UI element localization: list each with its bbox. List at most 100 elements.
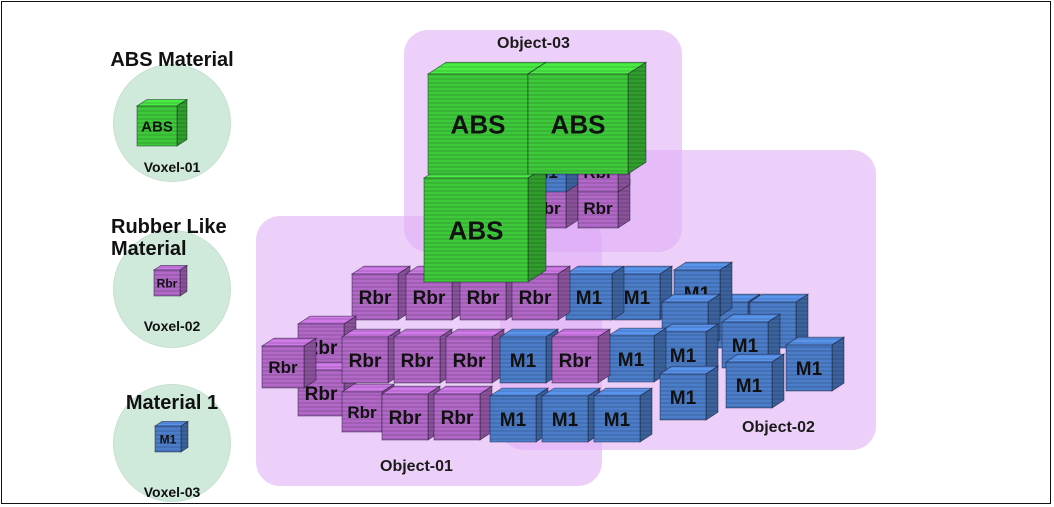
cube-side-face-texture: [796, 294, 808, 348]
cube-front-face-texture: [660, 374, 706, 420]
cube-front-face-texture: [552, 337, 598, 383]
object-01-label: Object-01: [380, 458, 453, 475]
cube-top-face-texture: [786, 337, 844, 345]
cube-front-face-texture: [726, 362, 772, 408]
voxel-cube-m1: M1: [592, 387, 654, 443]
cube-front-face-texture: [155, 426, 181, 452]
cube-side-face-texture: [180, 265, 187, 296]
cube-top-face-texture: [342, 384, 394, 392]
cube-top-face-texture: [446, 329, 504, 337]
cube-front-face-texture: [594, 396, 640, 442]
voxel-cube-rbr: Rbr: [152, 264, 189, 297]
cube-label-m1: M1: [624, 288, 651, 309]
cube-label-rbr: Rbr: [389, 408, 422, 429]
cube-label-rbr: Rbr: [453, 351, 486, 372]
cube-top-face-texture: [750, 294, 808, 302]
cube-side-face-texture: [566, 180, 578, 228]
legend-title-rbr: Rubber Like Material: [97, 216, 247, 260]
cube-top-face-texture: [155, 421, 188, 426]
voxel-cube-m1: M1: [498, 328, 560, 384]
cube-top-face-texture: [394, 329, 452, 337]
voxel-cube-m1: M1: [784, 336, 846, 392]
cube-front-face-texture: [424, 178, 528, 282]
cube-top-face-texture: [674, 262, 732, 270]
cube-top-face-texture: [542, 388, 600, 396]
cube-front-face-texture: [446, 337, 492, 383]
cube-side-face-texture: [480, 386, 492, 440]
cube-side-face-texture: [618, 180, 630, 228]
voxel-cube-rbr: Rbr: [550, 328, 612, 384]
cube-label-m1: M1: [510, 351, 537, 372]
legend-caption-m1: Voxel-03: [143, 484, 201, 500]
cube-top-face-texture: [566, 266, 624, 274]
cube-label-abs: ABS: [141, 118, 173, 135]
cube-label-rbr: Rbr: [359, 288, 392, 309]
object-03-label: Object-03: [497, 35, 570, 52]
cube-side-face-texture: [612, 266, 624, 320]
legend-title-rbr-line2: Material: [111, 238, 187, 260]
cube-side-face-texture: [598, 329, 610, 383]
voxel-cube-m1: M1: [488, 387, 550, 443]
cube-top-face-texture: [428, 62, 546, 74]
cube-label-m1: M1: [618, 350, 645, 371]
voxel-cube-rbr: Rbr: [260, 337, 318, 389]
legend-caption-abs: Voxel-01: [143, 159, 201, 175]
cube-label-rbr: Rbr: [583, 199, 613, 218]
cube-front-face-texture: [262, 346, 304, 388]
cube-front-face-texture: [528, 74, 628, 174]
cube-top-face-texture: [434, 386, 492, 394]
cube-top-face-texture: [382, 386, 440, 394]
cube-top-face-texture: [662, 294, 720, 302]
cube-label-rbr: Rbr: [401, 351, 434, 372]
cube-front-face-texture: [608, 336, 654, 382]
cube-label-rbr: Rbr: [519, 288, 552, 309]
cube-top-face-texture: [154, 265, 187, 270]
cube-label-rbr: Rbr: [441, 408, 474, 429]
legend-title-m1: Material 1: [125, 392, 219, 414]
cube-label-abs: ABS: [551, 109, 606, 139]
voxel-cube-rbr: Rbr: [432, 385, 494, 441]
cube-front-face-texture: [406, 274, 452, 320]
cube-label-rbr: Rbr: [349, 351, 382, 372]
cube-top-face-texture: [722, 314, 780, 322]
voxel-cube-m1: M1: [564, 265, 626, 321]
voxel-cube-rbr: Rbr: [444, 328, 506, 384]
cube-front-face-texture: [434, 394, 480, 440]
cube-label-m1: M1: [796, 359, 823, 380]
cube-label-m1: M1: [670, 346, 697, 367]
cube-top-face-texture: [342, 329, 400, 337]
cube-label-rbr: Rbr: [467, 288, 500, 309]
cube-side-face-texture: [177, 99, 187, 146]
cube-top-face-texture: [528, 62, 646, 74]
voxel-cube-m1: M1: [658, 365, 720, 421]
cube-front-face-texture: [490, 396, 536, 442]
cube-front-face-texture: [614, 274, 660, 320]
cube-top-face-texture: [298, 316, 356, 324]
cube-front-face-texture: [460, 274, 506, 320]
cube-label-rbr: Rbr: [413, 288, 446, 309]
cube-side-face-texture: [304, 338, 316, 388]
cube-label-m1: M1: [604, 410, 631, 431]
object-02-label: Object-02: [742, 419, 815, 436]
cube-label-m1: M1: [500, 410, 527, 431]
cube-top-face-texture: [352, 266, 410, 274]
cube-label-m1: M1: [576, 288, 603, 309]
cube-side-face-texture: [628, 62, 646, 174]
cube-label-rbr: Rbr: [347, 403, 377, 422]
cube-label-rbr: Rbr: [305, 384, 338, 405]
cube-side-face-texture: [832, 337, 844, 391]
cube-label-abs: ABS: [449, 215, 504, 245]
legend-title-abs: ABS Material: [110, 49, 234, 71]
cube-front-face-texture: [137, 106, 177, 146]
cube-label-m1: M1: [732, 336, 759, 357]
cube-front-face-texture: [578, 188, 618, 228]
cube-front-face-texture: [500, 337, 546, 383]
cube-label-rbr: Rbr: [559, 351, 592, 372]
cube-label-m1: M1: [736, 376, 763, 397]
cube-side-face-texture: [654, 328, 666, 382]
voxel-cube-rbr: Rbr: [350, 265, 412, 321]
voxel-cube-m1: M1: [606, 327, 668, 383]
cube-side-face-texture: [772, 354, 784, 408]
cube-front-face-texture: [342, 392, 382, 432]
cube-front-face-texture: [786, 345, 832, 391]
